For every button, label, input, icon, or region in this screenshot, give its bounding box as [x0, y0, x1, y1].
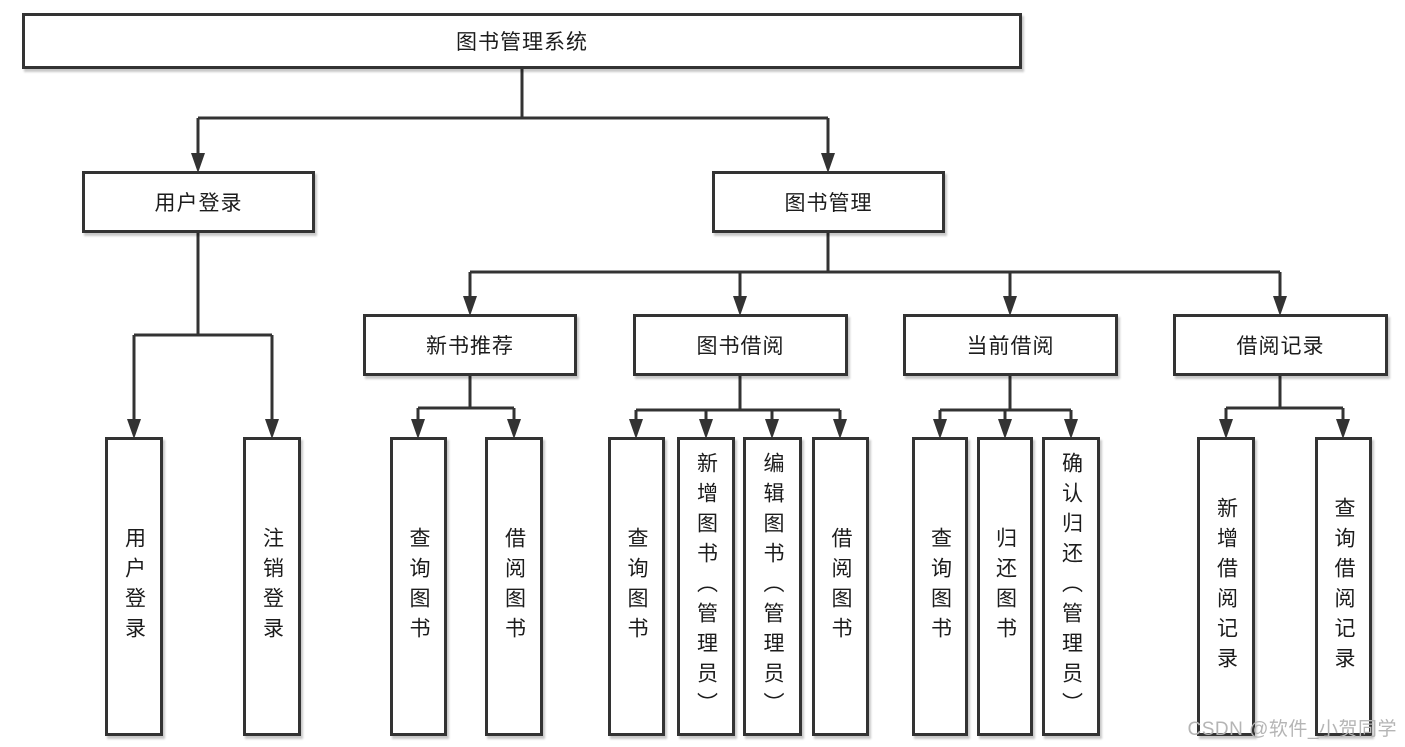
leaf-return-book: 归还图书 — [977, 437, 1033, 736]
node-new-book-recommend-label: 新书推荐 — [426, 335, 514, 358]
leaf-query-books-under-recommend-label: 查询图书 — [407, 526, 430, 647]
node-borrowing-records-label: 借阅记录 — [1236, 335, 1325, 358]
node-new-book-recommend: 新书推荐 — [363, 314, 577, 376]
leaf-return-book-label: 归还图书 — [993, 526, 1017, 647]
leaf-query-books-under-current: 查询图书 — [912, 437, 968, 736]
leaf-query-books-under-borrowing: 查询图书 — [608, 437, 665, 736]
node-book-management: 图书管理 — [712, 171, 945, 233]
leaf-query-books-under-recommend: 查询图书 — [390, 437, 447, 736]
leaf-borrow-books-under-recommend-label: 借阅图书 — [502, 526, 526, 647]
node-current-borrowing-label: 当前借阅 — [966, 335, 1055, 358]
leaf-logout-label: 注销登录 — [260, 526, 284, 647]
csdn-watermark: CSDN @软件_小贺同学 — [1187, 719, 1397, 740]
node-user-login-label: 用户登录 — [154, 192, 243, 215]
leaf-user-login-label: 用户登录 — [122, 526, 146, 647]
leaf-add-borrow-record: 新增借阅记录 — [1197, 437, 1255, 736]
leaf-query-borrow-record: 查询借阅记录 — [1315, 437, 1372, 736]
node-book-management-label: 图书管理 — [784, 192, 873, 215]
node-current-borrowing: 当前借阅 — [903, 314, 1118, 376]
leaf-borrow-books-under-recommend: 借阅图书 — [485, 437, 543, 736]
leaf-confirm-return-admin: 确认归还（管理员） — [1042, 437, 1100, 736]
node-root-system-label: 图书管理系统 — [456, 31, 588, 54]
leaf-borrow-books-under-borrowing: 借阅图书 — [812, 437, 869, 736]
leaf-query-books-under-current-label: 查询图书 — [928, 526, 952, 647]
leaf-edit-book-admin-label: 编辑图书（管理员） — [761, 451, 784, 722]
leaf-borrow-books-under-borrowing-label: 借阅图书 — [829, 526, 852, 647]
node-root-system: 图书管理系统 — [22, 13, 1022, 69]
node-book-borrowing: 图书借阅 — [633, 314, 848, 376]
leaf-query-books-under-borrowing-label: 查询图书 — [625, 526, 648, 647]
leaf-add-book-admin-label: 新增图书（管理员） — [694, 451, 718, 722]
node-book-borrowing-label: 图书借阅 — [696, 335, 785, 358]
leaf-confirm-return-admin-label: 确认归还（管理员） — [1059, 451, 1083, 722]
leaf-add-book-admin: 新增图书（管理员） — [677, 437, 735, 736]
leaf-edit-book-admin: 编辑图书（管理员） — [743, 437, 802, 736]
leaf-user-login: 用户登录 — [105, 437, 163, 736]
leaf-query-borrow-record-label: 查询借阅记录 — [1332, 496, 1355, 677]
leaf-logout: 注销登录 — [243, 437, 301, 736]
node-borrowing-records: 借阅记录 — [1173, 314, 1388, 376]
node-user-login: 用户登录 — [82, 171, 315, 233]
leaf-add-borrow-record-label: 新增借阅记录 — [1214, 496, 1238, 677]
